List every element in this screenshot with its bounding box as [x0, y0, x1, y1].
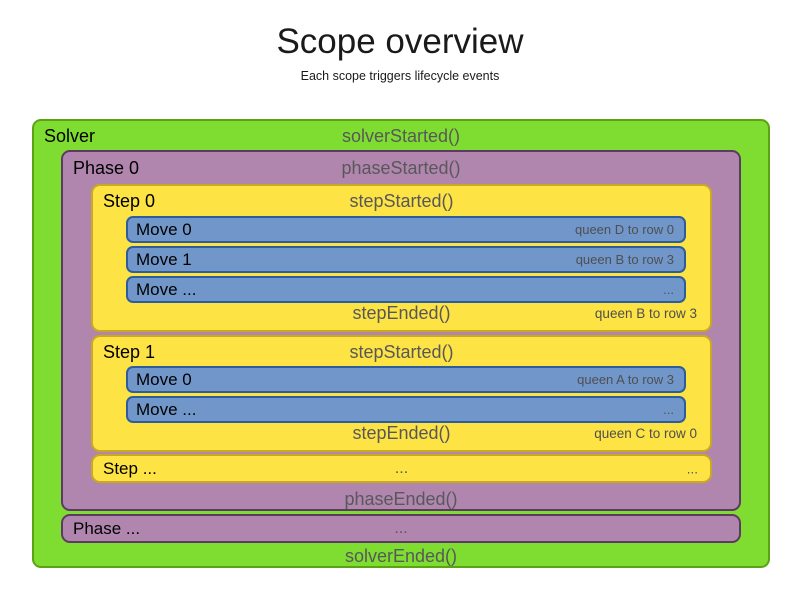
- phase-more-box: Phase ... ...: [61, 514, 741, 543]
- move-detail: ...: [663, 282, 674, 297]
- solver-scope-box: Solver solverStarted() Phase 0 phaseStar…: [32, 119, 770, 568]
- phase0-label: Phase 0: [73, 157, 140, 178]
- move-row: Move 1 queen B to row 3: [126, 246, 686, 273]
- step1-ended-detail: queen C to row 0: [594, 426, 697, 441]
- step0-label: Step 0: [103, 190, 156, 211]
- step1-started-event: stepStarted(): [349, 341, 454, 362]
- step1-header: Step 1 stepStarted(): [93, 337, 710, 367]
- move-label: Move ...: [136, 399, 197, 419]
- step0-started-event: stepStarted(): [349, 190, 454, 211]
- solver-started-event: solverStarted(): [341, 125, 461, 146]
- move-label: Move 0: [136, 219, 192, 239]
- phase-more-label: Phase ...: [73, 518, 141, 538]
- phase0-scope-box: Phase 0 phaseStarted() Step 0 stepStarte…: [61, 150, 741, 511]
- phase-more-row: Phase ... ...: [63, 516, 739, 541]
- step-more-box: Step ... ... ...: [91, 454, 712, 483]
- step-more-center-dots: ...: [394, 459, 409, 477]
- move-row: Move 0 queen D to row 0: [126, 216, 686, 243]
- step1-ended-event: stepEnded(): [352, 423, 451, 443]
- step1-footer: stepEnded() queen C to row 0: [93, 420, 710, 448]
- step1-scope-box: Step 1 stepStarted() Move 0 queen A to r…: [91, 335, 712, 452]
- step0-header: Step 0 stepStarted(): [93, 186, 710, 216]
- solver-label: Solver: [44, 125, 96, 146]
- step1-moves: Move 0 queen A to row 3 Move ... ...: [126, 366, 686, 426]
- solver-ended-event: solverEnded(): [344, 546, 458, 566]
- move-label: Move 1: [136, 249, 192, 269]
- move-label: Move ...: [136, 279, 197, 299]
- move-row: Move 0 queen A to row 3: [126, 366, 686, 393]
- solver-footer: solverEnded(): [34, 544, 768, 569]
- phase0-ended-event: phaseEnded(): [344, 488, 458, 509]
- phase0-footer: phaseEnded(): [63, 486, 739, 512]
- page-subtitle: Each scope triggers lifecycle events: [300, 69, 500, 83]
- step0-scope-box: Step 0 stepStarted() Move 0 queen D to r…: [91, 184, 712, 332]
- step1-label: Step 1: [103, 341, 156, 362]
- move-row: Move ... ...: [126, 276, 686, 303]
- phase0-header: Phase 0 phaseStarted(): [63, 152, 739, 184]
- phase0-started-event: phaseStarted(): [341, 157, 461, 178]
- move-detail: queen B to row 3: [575, 252, 674, 267]
- solver-header: Solver solverStarted(): [34, 121, 768, 151]
- move-label: Move 0: [136, 369, 192, 389]
- page-title: Scope overview: [276, 22, 524, 61]
- step0-ended-detail: queen B to row 3: [594, 306, 697, 321]
- step-more-label: Step ...: [103, 458, 157, 478]
- step0-ended-event: stepEnded(): [352, 303, 451, 323]
- phase-more-center-dots: ...: [394, 519, 408, 537]
- step-more-row: Step ... ... ...: [93, 456, 710, 481]
- move-detail: queen A to row 3: [577, 372, 674, 387]
- step-more-right-dots: ...: [686, 461, 698, 476]
- move-row: Move ... ...: [126, 396, 686, 423]
- step0-footer: stepEnded() queen B to row 3: [93, 300, 710, 328]
- move-detail: queen D to row 0: [574, 222, 674, 237]
- move-detail: ...: [663, 402, 674, 417]
- step0-moves: Move 0 queen D to row 0 Move 1 queen B t…: [126, 216, 686, 306]
